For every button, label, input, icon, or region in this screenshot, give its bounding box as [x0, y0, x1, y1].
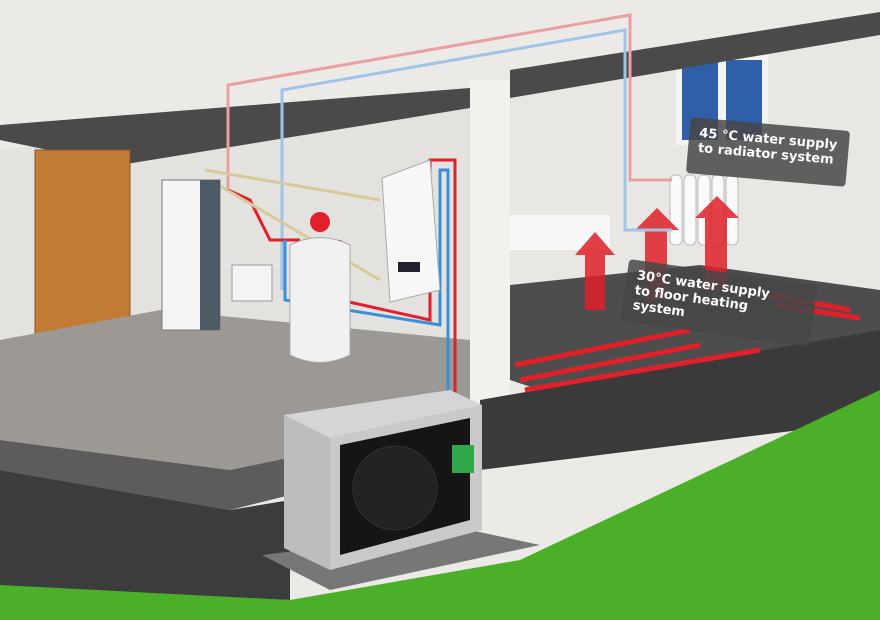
heat-pump-side — [284, 415, 330, 570]
column — [470, 80, 510, 410]
fan-grille — [352, 445, 438, 531]
expansion-vessel — [310, 212, 330, 232]
brand-logo — [452, 445, 474, 473]
hot-water-cylinder — [289, 237, 351, 363]
wall-boiler — [381, 159, 441, 303]
heat-pump-base — [262, 530, 540, 590]
door — [34, 149, 131, 336]
lawn — [0, 390, 880, 620]
manifold — [231, 264, 273, 302]
upper-slab-right — [510, 12, 880, 98]
upper-slab-left — [0, 88, 470, 165]
foundation — [0, 470, 290, 600]
